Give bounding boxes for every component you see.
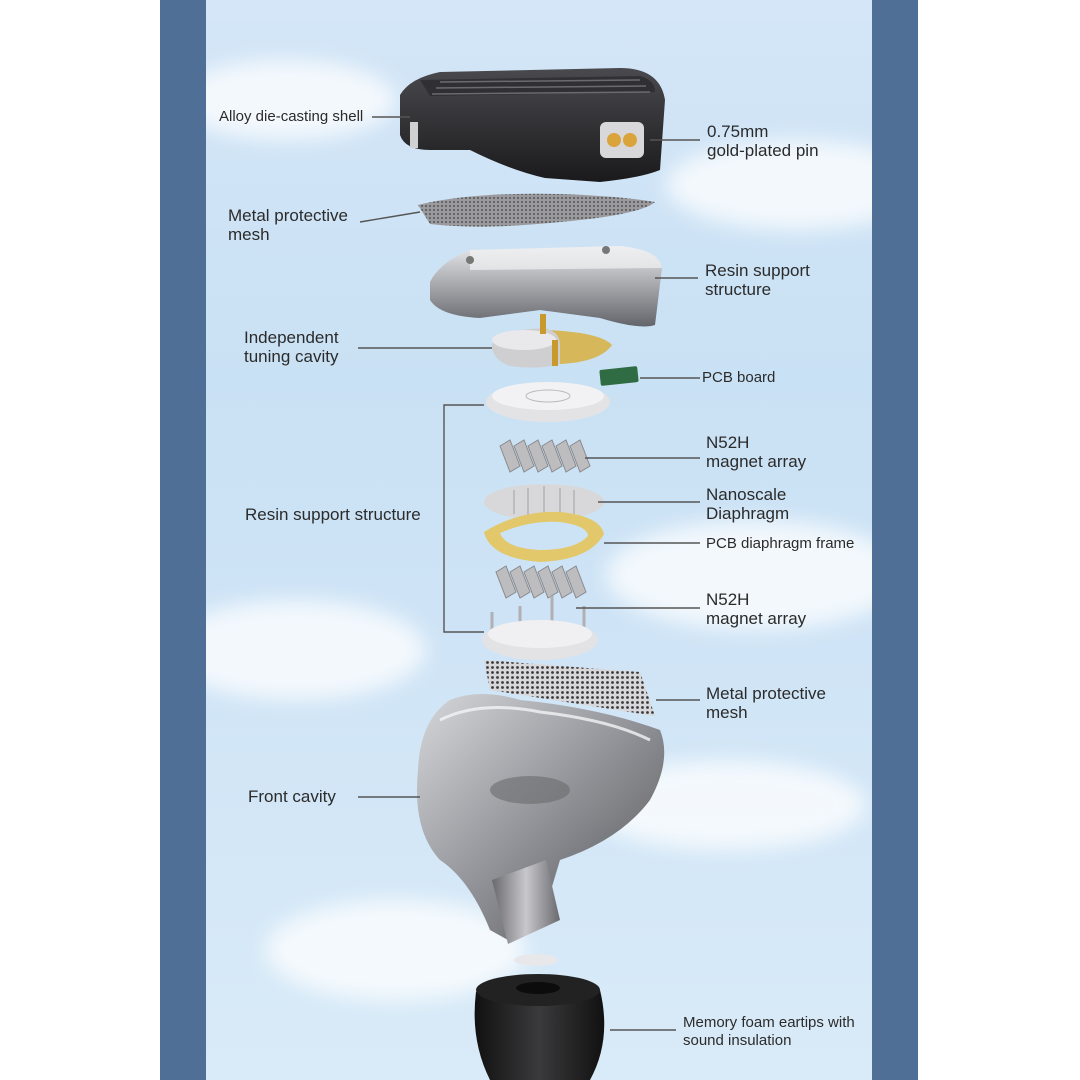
- resin-base-part: [482, 596, 598, 660]
- label-diaphragm: Nanoscale Diaphragm: [706, 485, 790, 523]
- magnet-array-2-part: [495, 565, 587, 599]
- tuning-cavity-part: [492, 314, 612, 368]
- resin-support-top-part: [430, 246, 662, 327]
- metal-mesh-top-part: [418, 193, 655, 227]
- label-resin-support-top: Resin support structure: [705, 261, 810, 299]
- page-margin-right: [918, 0, 1080, 1080]
- pcb-frame-part: [484, 511, 604, 562]
- label-magnet-array-2: N52H magnet array: [706, 590, 807, 628]
- label-metal-mesh-top: Metal protective mesh: [228, 206, 348, 244]
- front-cavity-part: [416, 694, 665, 944]
- label-front-cavity: Front cavity: [248, 787, 336, 806]
- label-gold-pin: 0.75mm gold-plated pin: [707, 122, 819, 160]
- metal-mesh-bottom-part: [484, 660, 655, 716]
- label-resin-support-side: Resin support structure: [245, 505, 421, 524]
- label-metal-mesh-bottom: Metal protective mesh: [706, 684, 826, 722]
- leader-lines: [358, 116, 700, 1031]
- label-eartips: Memory foam eartips with sound insulatio…: [683, 1014, 855, 1049]
- alloy-shell-part: [400, 68, 665, 182]
- resin-disc-part: [486, 382, 610, 422]
- diaphragm-part: [484, 484, 604, 520]
- label-magnet-array-1: N52H magnet array: [706, 433, 807, 471]
- pcb-board-part: [599, 366, 639, 386]
- filter-disc-part: [514, 954, 558, 966]
- magnet-array-1-part: [499, 439, 591, 473]
- label-pcb-frame: PCB diaphragm frame: [706, 535, 855, 552]
- label-alloy-shell: Alloy die-casting shell: [219, 108, 364, 125]
- page-margin-left: [0, 0, 160, 1080]
- label-tuning-cavity: Independent tuning cavity: [244, 328, 339, 366]
- eartip-part: [474, 974, 605, 1080]
- label-pcb-board: PCB board: [702, 369, 776, 386]
